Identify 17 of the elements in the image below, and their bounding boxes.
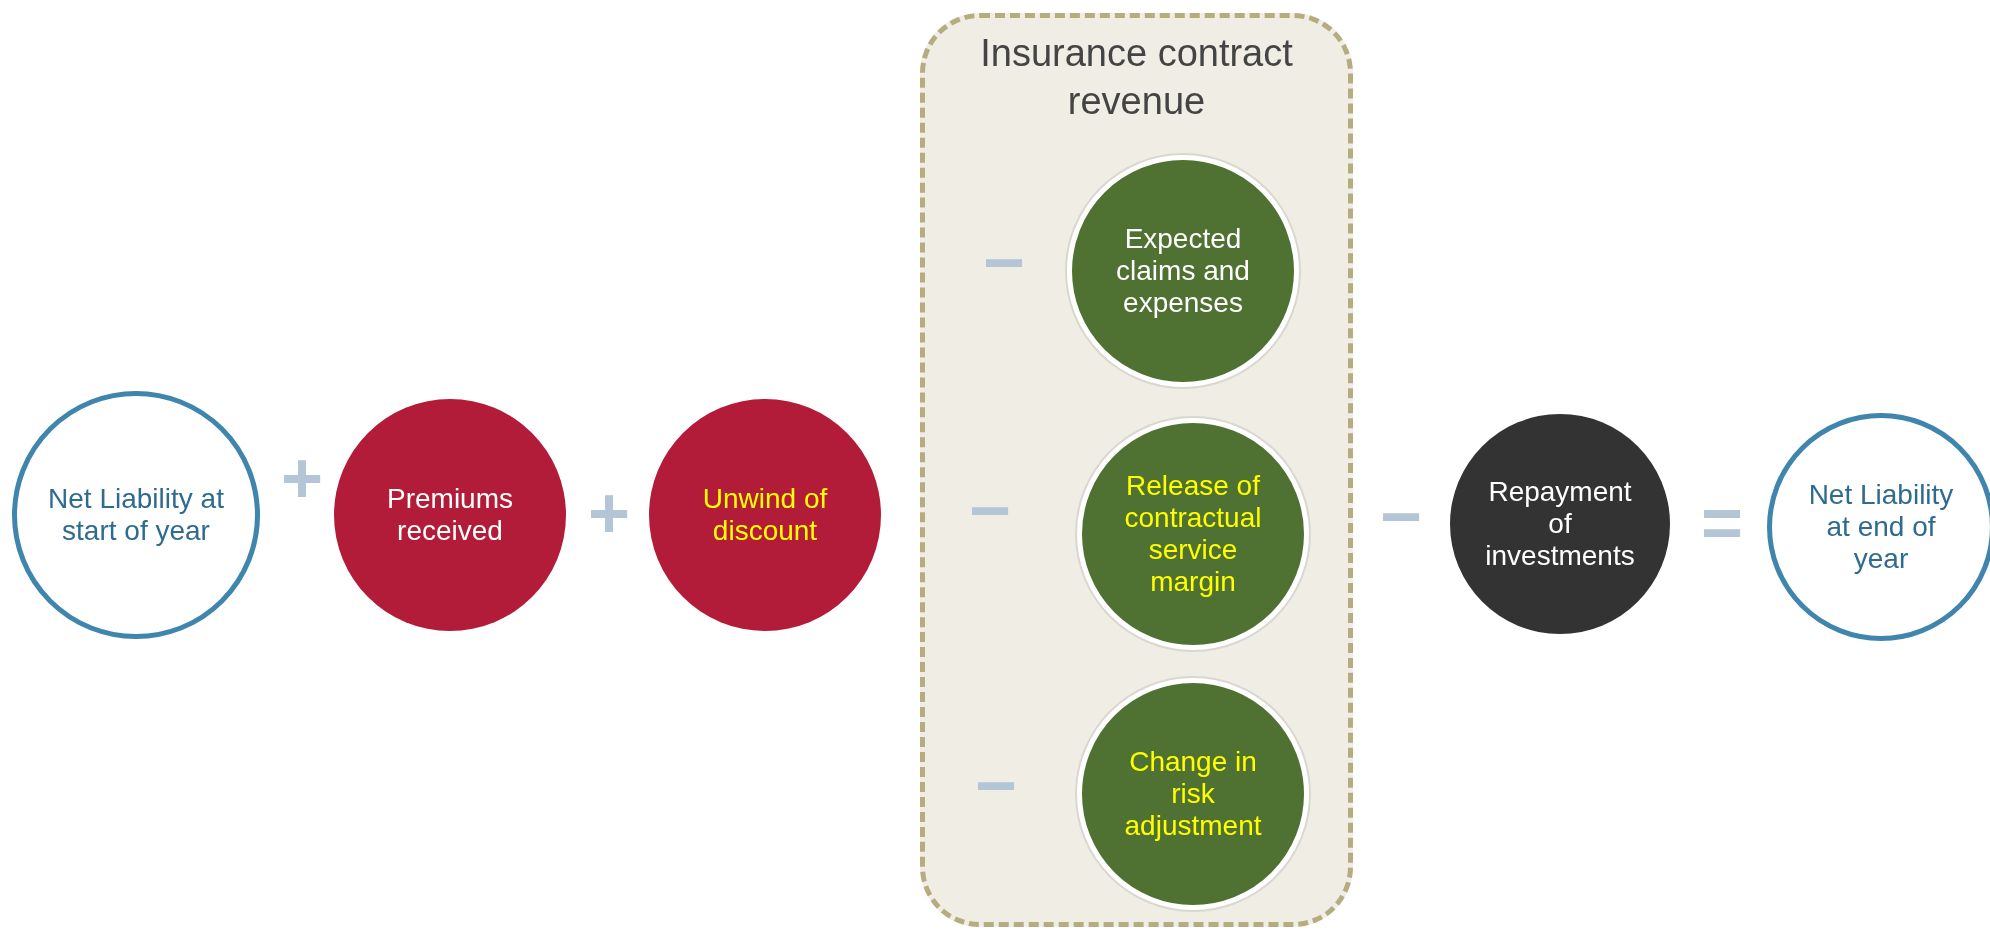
group-title: Insurance contract revenue [979,31,1294,124]
dashed-group-box [920,13,1353,927]
operator-sign: − [1380,480,1422,552]
operator-sign: + [588,477,630,549]
node-text: Repayment of investments [1484,475,1636,573]
operator-sign: + [281,442,323,514]
operator-sign: − [969,474,1011,546]
node-text: Premiums received [386,482,514,548]
operator-sign: − [975,749,1017,821]
node-text: Release of contractual service margin [1123,469,1263,599]
node-text: Net Liability at start of year [47,482,225,548]
node-text: Change in risk adjustment [1123,745,1263,843]
operator-sign: = [1701,486,1743,558]
node-text: Net Liability at end of year [1807,478,1955,576]
operator-sign: − [983,226,1025,298]
node-text: Unwind of discount [701,482,829,548]
node-text: Expected claims and expenses [1115,222,1251,320]
